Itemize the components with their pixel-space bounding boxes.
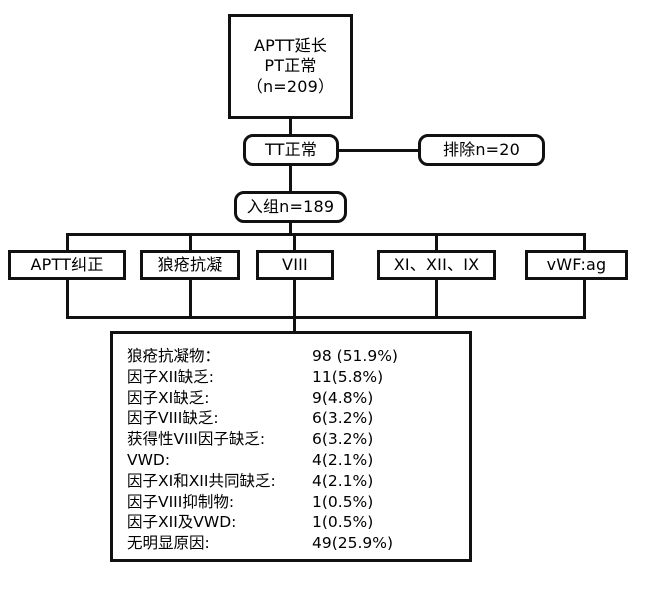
node-branch-vwf-ag-label: vWF:ag [546,254,607,274]
connector-bus-drop-3 [435,233,438,250]
connector-upper-bus [66,233,586,236]
result-label: 因子XII及VWD: [127,513,237,532]
connector-branch-riser-1 [189,280,192,318]
result-label: 无明显原因: [127,534,210,553]
node-tt-normal-label: TT正常 [264,139,318,159]
result-row: 因子XI缺乏: 9(4.8%) [127,388,469,409]
connector-branch-riser-4 [583,280,586,318]
result-label: 获得性VIII因子缺乏: [127,430,266,449]
node-results-summary: 狼疮抗凝物： 98 (51.9%) 因子XII缺乏: 11(5.8%) 因子XI… [110,331,472,562]
connector-branch-riser-2 [293,280,296,318]
node-branch-aptt-correction-label: APTT纠正 [30,254,104,274]
node-branch-factor-viii-label: VIII [282,254,308,274]
result-value: 9(4.8%) [312,388,374,407]
result-row: VWD: 4(2.1%) [127,450,469,471]
result-row: 因子XI和XII共同缺乏: 4(2.1%) [127,471,469,492]
result-row: 因子VIII抑制物: 1(0.5%) [127,492,469,513]
node-branch-factor-viii[interactable]: VIII [256,250,334,280]
result-value: 6(3.2%) [312,409,374,428]
connector-tt-to-excluded [339,148,418,152]
result-value: 1(0.5%) [312,513,374,532]
node-excluded[interactable]: 排除n=20 [418,134,545,166]
node-branch-lupus-anticoagulant-label: 狼疮抗凝 [157,254,223,274]
result-value: 49(25.9%) [312,534,394,553]
result-row: 因子XII及VWD: 1(0.5%) [127,512,469,533]
connector-top-to-tt [289,119,292,134]
node-branch-vwf-ag[interactable]: vWF:ag [525,250,628,280]
node-tt-normal[interactable]: TT正常 [243,134,339,166]
node-enrolled-label: 入组n=189 [246,196,335,216]
result-label: 狼疮抗凝物： [127,347,221,365]
node-branch-lupus-anticoagulant[interactable]: 狼疮抗凝 [140,250,240,280]
result-value: 6(3.2%) [312,430,374,449]
connector-branch-riser-0 [66,280,69,318]
connector-enrolled-to-bus [289,223,292,236]
node-aptt-prolonged-pt-normal[interactable]: APTT延长 PT正常 （n=209） [228,14,353,119]
connector-bus-to-results [293,316,296,333]
connector-bus-drop-4 [583,233,586,250]
connector-bus-drop-0 [66,233,69,250]
node-branch-aptt-correction[interactable]: APTT纠正 [8,250,126,280]
result-label: 因子XI缺乏: [127,388,210,407]
result-value: 4(2.1%) [312,471,374,490]
result-value: 98 (51.9%) [312,347,398,365]
result-row: 无明显原因: 49(25.9%) [127,533,469,554]
node-enrolled[interactable]: 入组n=189 [234,191,347,223]
result-row: 因子VIII缺乏: 6(3.2%) [127,408,469,429]
result-label: 因子VIII缺乏: [127,409,219,428]
node-branch-factors-xi-xii-ix-label: XI、XII、IX [393,254,480,274]
result-value: 4(2.1%) [312,450,374,469]
result-row: 狼疮抗凝物： 98 (51.9%) [127,346,469,367]
connector-bus-drop-2 [293,233,296,250]
result-label: 因子XII缺乏: [127,367,214,386]
connector-branch-riser-3 [435,280,438,318]
result-label: VWD: [127,450,171,469]
result-value: 11(5.8%) [312,367,384,386]
node-branch-factors-xi-xii-ix[interactable]: XI、XII、IX [377,250,496,280]
node-excluded-label: 排除n=20 [442,139,521,159]
connector-tt-to-enrolled [289,166,292,191]
result-row: 获得性VIII因子缺乏: 6(3.2%) [127,429,469,450]
result-label: 因子VIII抑制物: [127,492,235,511]
node-aptt-prolonged-pt-normal-label: APTT延长 PT正常 （n=209） [246,35,335,96]
result-label: 因子XI和XII共同缺乏: [127,471,276,490]
result-row: 因子XII缺乏: 11(5.8%) [127,367,469,388]
result-value: 1(0.5%) [312,492,374,511]
connector-bus-drop-1 [189,233,192,250]
connector-lower-bus [66,316,586,319]
